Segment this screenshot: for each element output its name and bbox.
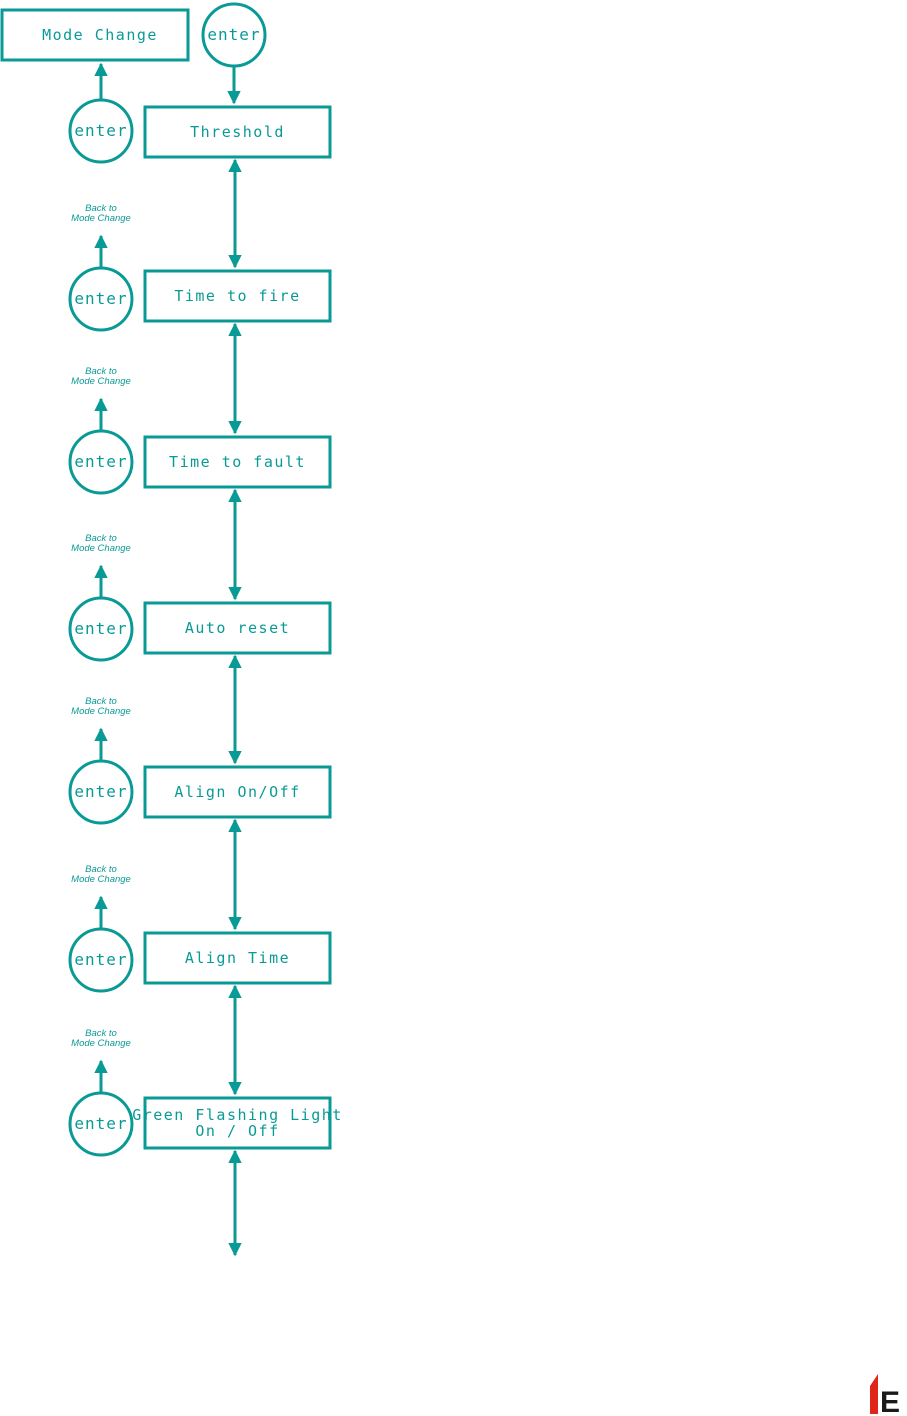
- menu-item-label: Threshold: [190, 123, 285, 141]
- enter-button[interactable]: enter: [68, 1091, 134, 1157]
- back-note-line2: Mode Change: [71, 213, 131, 224]
- logo-letter: E: [880, 1386, 900, 1416]
- enter-label: enter: [74, 619, 127, 638]
- back-note-line1: Back to: [85, 533, 117, 544]
- enter-button[interactable]: enter: [68, 98, 134, 164]
- entry-enter-button[interactable]: enter: [201, 2, 267, 68]
- enter-button[interactable]: enter: [68, 429, 134, 495]
- enter-label: enter: [74, 289, 127, 308]
- menu-item-box[interactable]: Align Time: [143, 931, 332, 985]
- enter-label: enter: [74, 782, 127, 801]
- back-note-line2: Mode Change: [71, 874, 131, 885]
- back-note-line2: Mode Change: [71, 706, 131, 717]
- back-note-line2: Mode Change: [71, 1038, 131, 1049]
- back-note-line2: Mode Change: [71, 543, 131, 554]
- menu-item-label: Time to fault: [169, 453, 306, 471]
- menu-item-box[interactable]: Time to fault: [143, 435, 332, 489]
- mode-change-box: Mode Change: [0, 8, 190, 62]
- back-note-line1: Back to: [85, 203, 117, 214]
- menu-row: Threshold enter: [68, 62, 332, 269]
- company-logo: E: [870, 1374, 900, 1416]
- enter-button[interactable]: enter: [68, 927, 134, 993]
- back-note-line1: Back to: [85, 864, 117, 875]
- menu-item-box[interactable]: Align On/Off: [143, 765, 332, 819]
- enter-label: enter: [74, 121, 127, 140]
- menu-item-label-line2: On / Off: [195, 1122, 279, 1140]
- menu-item-box[interactable]: Time to fire: [143, 269, 332, 323]
- menu-item-box[interactable]: Threshold: [143, 105, 332, 159]
- enter-label: enter: [74, 1114, 127, 1133]
- menu-item-label: Align Time: [185, 949, 290, 967]
- mode-change-label: Mode Change: [42, 26, 158, 44]
- menu-item-box[interactable]: Auto reset: [143, 601, 332, 655]
- entry-enter-label: enter: [207, 25, 260, 44]
- menu-item-label: Align On/Off: [174, 783, 300, 801]
- enter-label: enter: [74, 452, 127, 471]
- enter-button[interactable]: enter: [68, 596, 134, 662]
- enter-label: enter: [74, 950, 127, 969]
- menu-item-label: Time to fire: [174, 287, 300, 305]
- menu-item-label: Green Flashing Light: [132, 1106, 343, 1124]
- back-note-line1: Back to: [85, 696, 117, 707]
- menu-item-label: Auto reset: [185, 619, 290, 637]
- enter-button[interactable]: enter: [68, 759, 134, 825]
- back-note-line1: Back to: [85, 366, 117, 377]
- back-note-line1: Back to: [85, 1028, 117, 1039]
- enter-button[interactable]: enter: [68, 266, 134, 332]
- logo-red-mark: [870, 1374, 878, 1414]
- back-note-line2: Mode Change: [71, 376, 131, 387]
